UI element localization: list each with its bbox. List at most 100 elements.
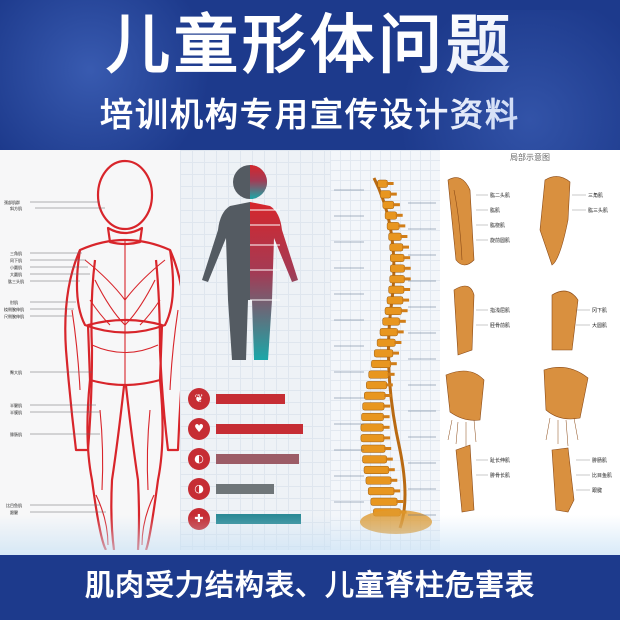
limb-muscle-diagrams — [445, 176, 590, 513]
detail-panel: 局部示意图 肱二头肌 肱肌 肱桡肌 旋前圆肌 — [440, 150, 620, 550]
muscle-label: 尺侧腕伸肌 — [4, 314, 24, 319]
vertebra — [386, 296, 404, 305]
vertebra — [368, 370, 389, 379]
vertebra-process — [392, 203, 400, 207]
vertebra-process — [389, 362, 397, 366]
detail-label: 肱二头肌 — [490, 193, 511, 199]
spine-panel — [330, 150, 440, 550]
vertebra — [379, 328, 398, 337]
muscle-figure-panel: 颈部肌群 斜方肌 三角肌 冈下肌 小圆肌 大圆肌 肱三头肌 肘肌 桡侧腕伸肌 尺… — [0, 150, 180, 550]
muscle-label: 颈部肌群 — [4, 200, 20, 205]
vertebra-process — [403, 277, 411, 281]
muscle-label: 比目鱼肌 — [6, 503, 22, 508]
organ-bar — [216, 394, 285, 404]
vertebra — [384, 211, 398, 220]
footer-caption: 肌肉受力结构表、儿童脊柱危害表 — [84, 568, 535, 602]
footer-banner: 肌肉受力结构表、儿童脊柱危害表 — [0, 515, 620, 620]
heart-icon: ♥ — [188, 418, 210, 440]
detail-label: 趾长伸肌 — [490, 458, 511, 464]
muscle-label: 小圆肌 — [10, 265, 22, 270]
vertebra — [389, 275, 405, 284]
vertebra — [367, 487, 395, 496]
vertebra — [384, 306, 402, 315]
detail-label: 旋前圆肌 — [490, 238, 511, 244]
muscle-label: 冈下肌 — [10, 258, 22, 263]
vertebra-process — [385, 457, 393, 461]
vertebra-process — [396, 330, 404, 334]
vertebra-process — [403, 288, 411, 291]
vertebra-process — [396, 500, 404, 503]
muscle-label: 跟腱 — [10, 510, 18, 515]
vertebra — [370, 497, 398, 506]
detail-label: 胫骨前肌 — [490, 323, 511, 329]
muscle-label: 臀大肌 — [10, 370, 22, 375]
vertebra-process — [400, 235, 408, 238]
vertebra-process — [387, 468, 395, 472]
muscle-label: 腓肠肌 — [10, 432, 22, 437]
vertebra-process — [398, 319, 406, 323]
muscle-label: 半腱肌 — [10, 403, 22, 408]
detail-label: 肱肌 — [490, 208, 501, 214]
detail-label: 大圆肌 — [592, 323, 608, 329]
vertebra-process — [386, 182, 394, 185]
detail-caption: 局部示意图 — [510, 153, 550, 162]
vertebra — [361, 444, 386, 453]
page-title: 儿童形体问题 — [106, 9, 514, 83]
header-banner: 儿童形体问题 培训机构专用宣传设计资料 — [0, 0, 620, 150]
detail-label: 腓骨长肌 — [490, 473, 511, 479]
page-subtitle: 培训机构专用宣传设计资料 — [100, 95, 520, 134]
vertebra — [390, 264, 405, 273]
vertebra — [382, 317, 400, 326]
muscle-label: 肱三头肌 — [8, 279, 24, 284]
vertebra-process — [384, 447, 392, 450]
muscle-label: 桡侧腕伸肌 — [4, 307, 24, 312]
detail-label: 跟腱 — [592, 488, 603, 494]
organ-bar — [216, 454, 299, 464]
detail-label: 三角肌 — [588, 193, 604, 199]
vertebra-process — [403, 266, 411, 270]
vertebra — [360, 434, 385, 443]
vertebra — [360, 423, 384, 432]
muscle-label: 肘肌 — [10, 300, 18, 305]
vertebra-process — [387, 372, 395, 376]
vertebra — [388, 285, 405, 294]
vertebra-process — [385, 383, 393, 387]
vertebra — [363, 465, 390, 474]
vertebra — [376, 338, 396, 347]
detail-label: 冈下肌 — [592, 308, 608, 314]
vertebra-process — [384, 394, 392, 397]
vertebra — [373, 349, 394, 358]
muscle-label: 大圆肌 — [10, 272, 22, 277]
stomach-icon: ◐ — [188, 448, 210, 470]
vertebra-process — [383, 436, 391, 440]
detail-label: 指浅屈肌 — [490, 308, 511, 314]
vertebra — [382, 200, 395, 209]
infographic-panel: ❦♥◐◑✚ — [180, 150, 330, 550]
vertebra — [361, 412, 384, 421]
muscle-label: 半膜肌 — [10, 410, 22, 415]
muscle-body-figure — [30, 159, 180, 550]
vertebra-process — [398, 224, 406, 228]
vertebra-process — [382, 415, 390, 419]
organ-bar — [216, 424, 303, 434]
vertebra-process — [390, 478, 398, 482]
vertebra — [388, 232, 402, 241]
vertebra — [362, 455, 388, 464]
detail-label: 肱三头肌 — [588, 208, 609, 214]
detail-label: 比目鱼肌 — [592, 473, 613, 479]
vertebra — [379, 190, 392, 199]
vertebra — [362, 402, 385, 411]
vertebra-process — [395, 213, 403, 217]
vertebra — [390, 253, 405, 262]
organ-bar — [216, 484, 274, 494]
vertebra — [377, 179, 388, 188]
vertebra-process — [383, 404, 391, 408]
detail-label: 肱桡肌 — [490, 223, 506, 229]
spine-figure — [334, 177, 436, 534]
vertebra-process — [389, 192, 397, 196]
child-silhouette — [202, 165, 298, 360]
vertebra — [386, 222, 400, 231]
vertebra — [371, 359, 392, 368]
vertebra-process — [400, 309, 408, 313]
vertebra — [366, 381, 388, 390]
